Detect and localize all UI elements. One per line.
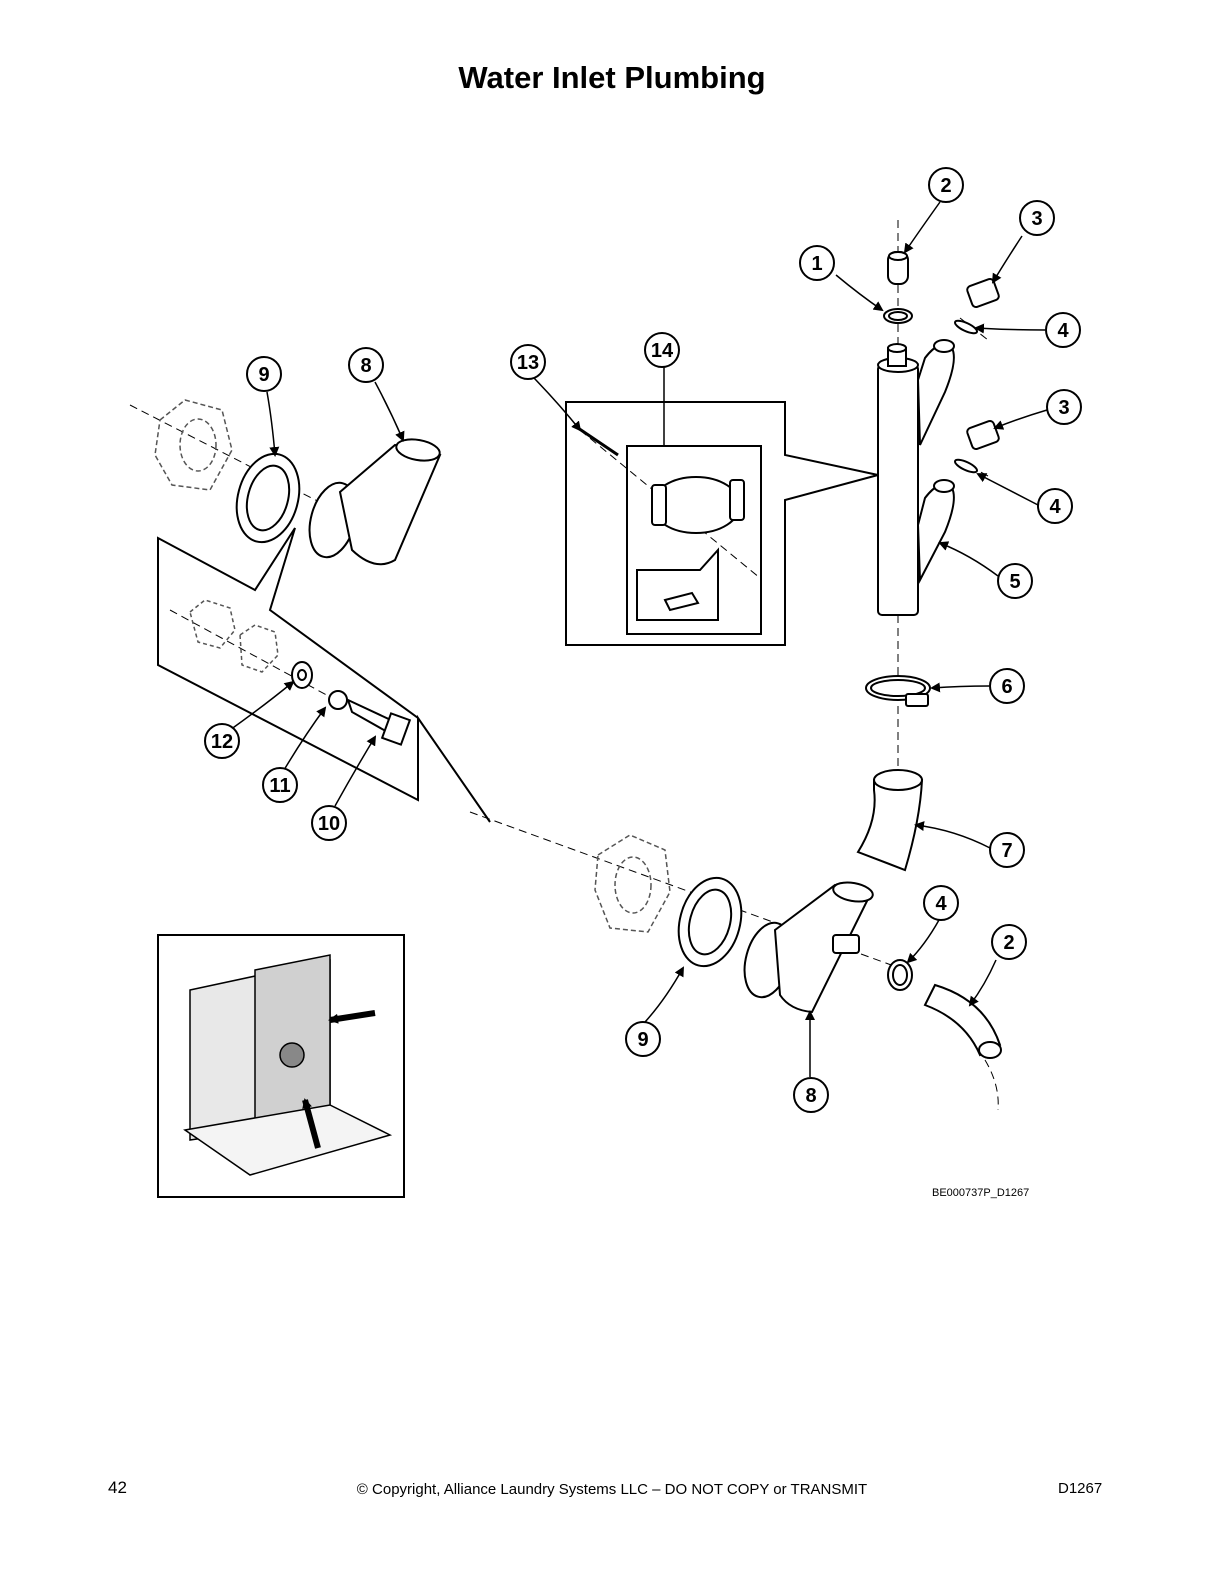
svg-text:10: 10 bbox=[318, 813, 340, 835]
figure-reference-code: BE000737P_D1267 bbox=[932, 1187, 1030, 1199]
svg-text:2: 2 bbox=[1003, 932, 1014, 954]
lower-small-clamp bbox=[887, 959, 913, 991]
small-clamp-top bbox=[883, 308, 913, 324]
svg-text:12: 12 bbox=[211, 731, 233, 753]
threaded-stud bbox=[577, 426, 619, 457]
branch-clamps bbox=[953, 319, 979, 474]
detail-phantom-nuts bbox=[189, 599, 279, 673]
callout-10: 10 bbox=[311, 805, 347, 841]
upper-phantom-nut bbox=[154, 399, 233, 491]
callout-11: 11 bbox=[262, 767, 298, 803]
callout-12: 12 bbox=[204, 723, 240, 759]
callout-1: 1 bbox=[799, 245, 835, 281]
callout-7: 7 bbox=[989, 832, 1025, 868]
detail-box-clamp bbox=[565, 401, 879, 646]
svg-text:4: 4 bbox=[935, 893, 947, 915]
upper-gasket bbox=[235, 452, 301, 544]
svg-text:11: 11 bbox=[269, 775, 290, 797]
svg-text:8: 8 bbox=[805, 1085, 816, 1107]
leader-lines bbox=[229, 201, 1048, 1077]
svg-text:7: 7 bbox=[1001, 840, 1012, 862]
callout-4: 4 bbox=[923, 885, 959, 921]
document-code: D1267 bbox=[1058, 1480, 1103, 1497]
svg-text:4: 4 bbox=[1049, 496, 1061, 518]
svg-text:8: 8 bbox=[360, 355, 371, 377]
svg-text:2: 2 bbox=[940, 175, 951, 197]
lower-elbow bbox=[743, 881, 874, 1014]
svg-text:14: 14 bbox=[651, 340, 674, 362]
copyright-notice: © Copyright, Alliance Laundry Systems LL… bbox=[356, 1481, 868, 1498]
large-hose-clamp bbox=[865, 675, 931, 707]
callout-14: 14 bbox=[644, 332, 680, 368]
inlet-manifold bbox=[877, 339, 955, 616]
callout-2: 2 bbox=[928, 167, 964, 203]
pipe-clamp-detail bbox=[651, 476, 745, 612]
svg-text:13: 13 bbox=[517, 352, 539, 374]
callout-13: 13 bbox=[510, 344, 546, 380]
page-number: 42 bbox=[108, 1478, 127, 1497]
svg-text:3: 3 bbox=[1058, 397, 1069, 419]
elbow-hose bbox=[856, 769, 924, 872]
callout-6: 6 bbox=[989, 668, 1025, 704]
lower-gasket bbox=[677, 876, 743, 968]
svg-text:9: 9 bbox=[637, 1029, 648, 1051]
hose-cap-top bbox=[887, 251, 909, 285]
svg-text:3: 3 bbox=[1031, 208, 1042, 230]
lower-hose bbox=[923, 983, 1002, 1059]
callout-5: 5 bbox=[997, 563, 1033, 599]
page-title: Water Inlet Plumbing bbox=[458, 60, 766, 95]
callout-3: 3 bbox=[1019, 200, 1055, 236]
callout-4: 4 bbox=[1045, 312, 1081, 348]
location-inset bbox=[157, 934, 405, 1198]
svg-text:4: 4 bbox=[1057, 320, 1069, 342]
upper-elbow bbox=[308, 438, 442, 566]
callout-4: 4 bbox=[1037, 488, 1073, 524]
detail-fasteners bbox=[291, 661, 412, 746]
callout-8: 8 bbox=[348, 347, 384, 383]
caps bbox=[966, 278, 1000, 450]
callout-3: 3 bbox=[1046, 389, 1082, 425]
svg-text:1: 1 bbox=[811, 253, 822, 275]
svg-text:5: 5 bbox=[1009, 571, 1020, 593]
lower-phantom-nut bbox=[594, 834, 671, 933]
callout-8: 8 bbox=[793, 1077, 829, 1113]
callout-9: 9 bbox=[246, 356, 282, 392]
svg-text:6: 6 bbox=[1001, 676, 1012, 698]
detail-box-fasteners bbox=[157, 527, 491, 823]
svg-text:9: 9 bbox=[258, 364, 269, 386]
callout-2: 2 bbox=[991, 924, 1027, 960]
callout-9: 9 bbox=[625, 1021, 661, 1057]
